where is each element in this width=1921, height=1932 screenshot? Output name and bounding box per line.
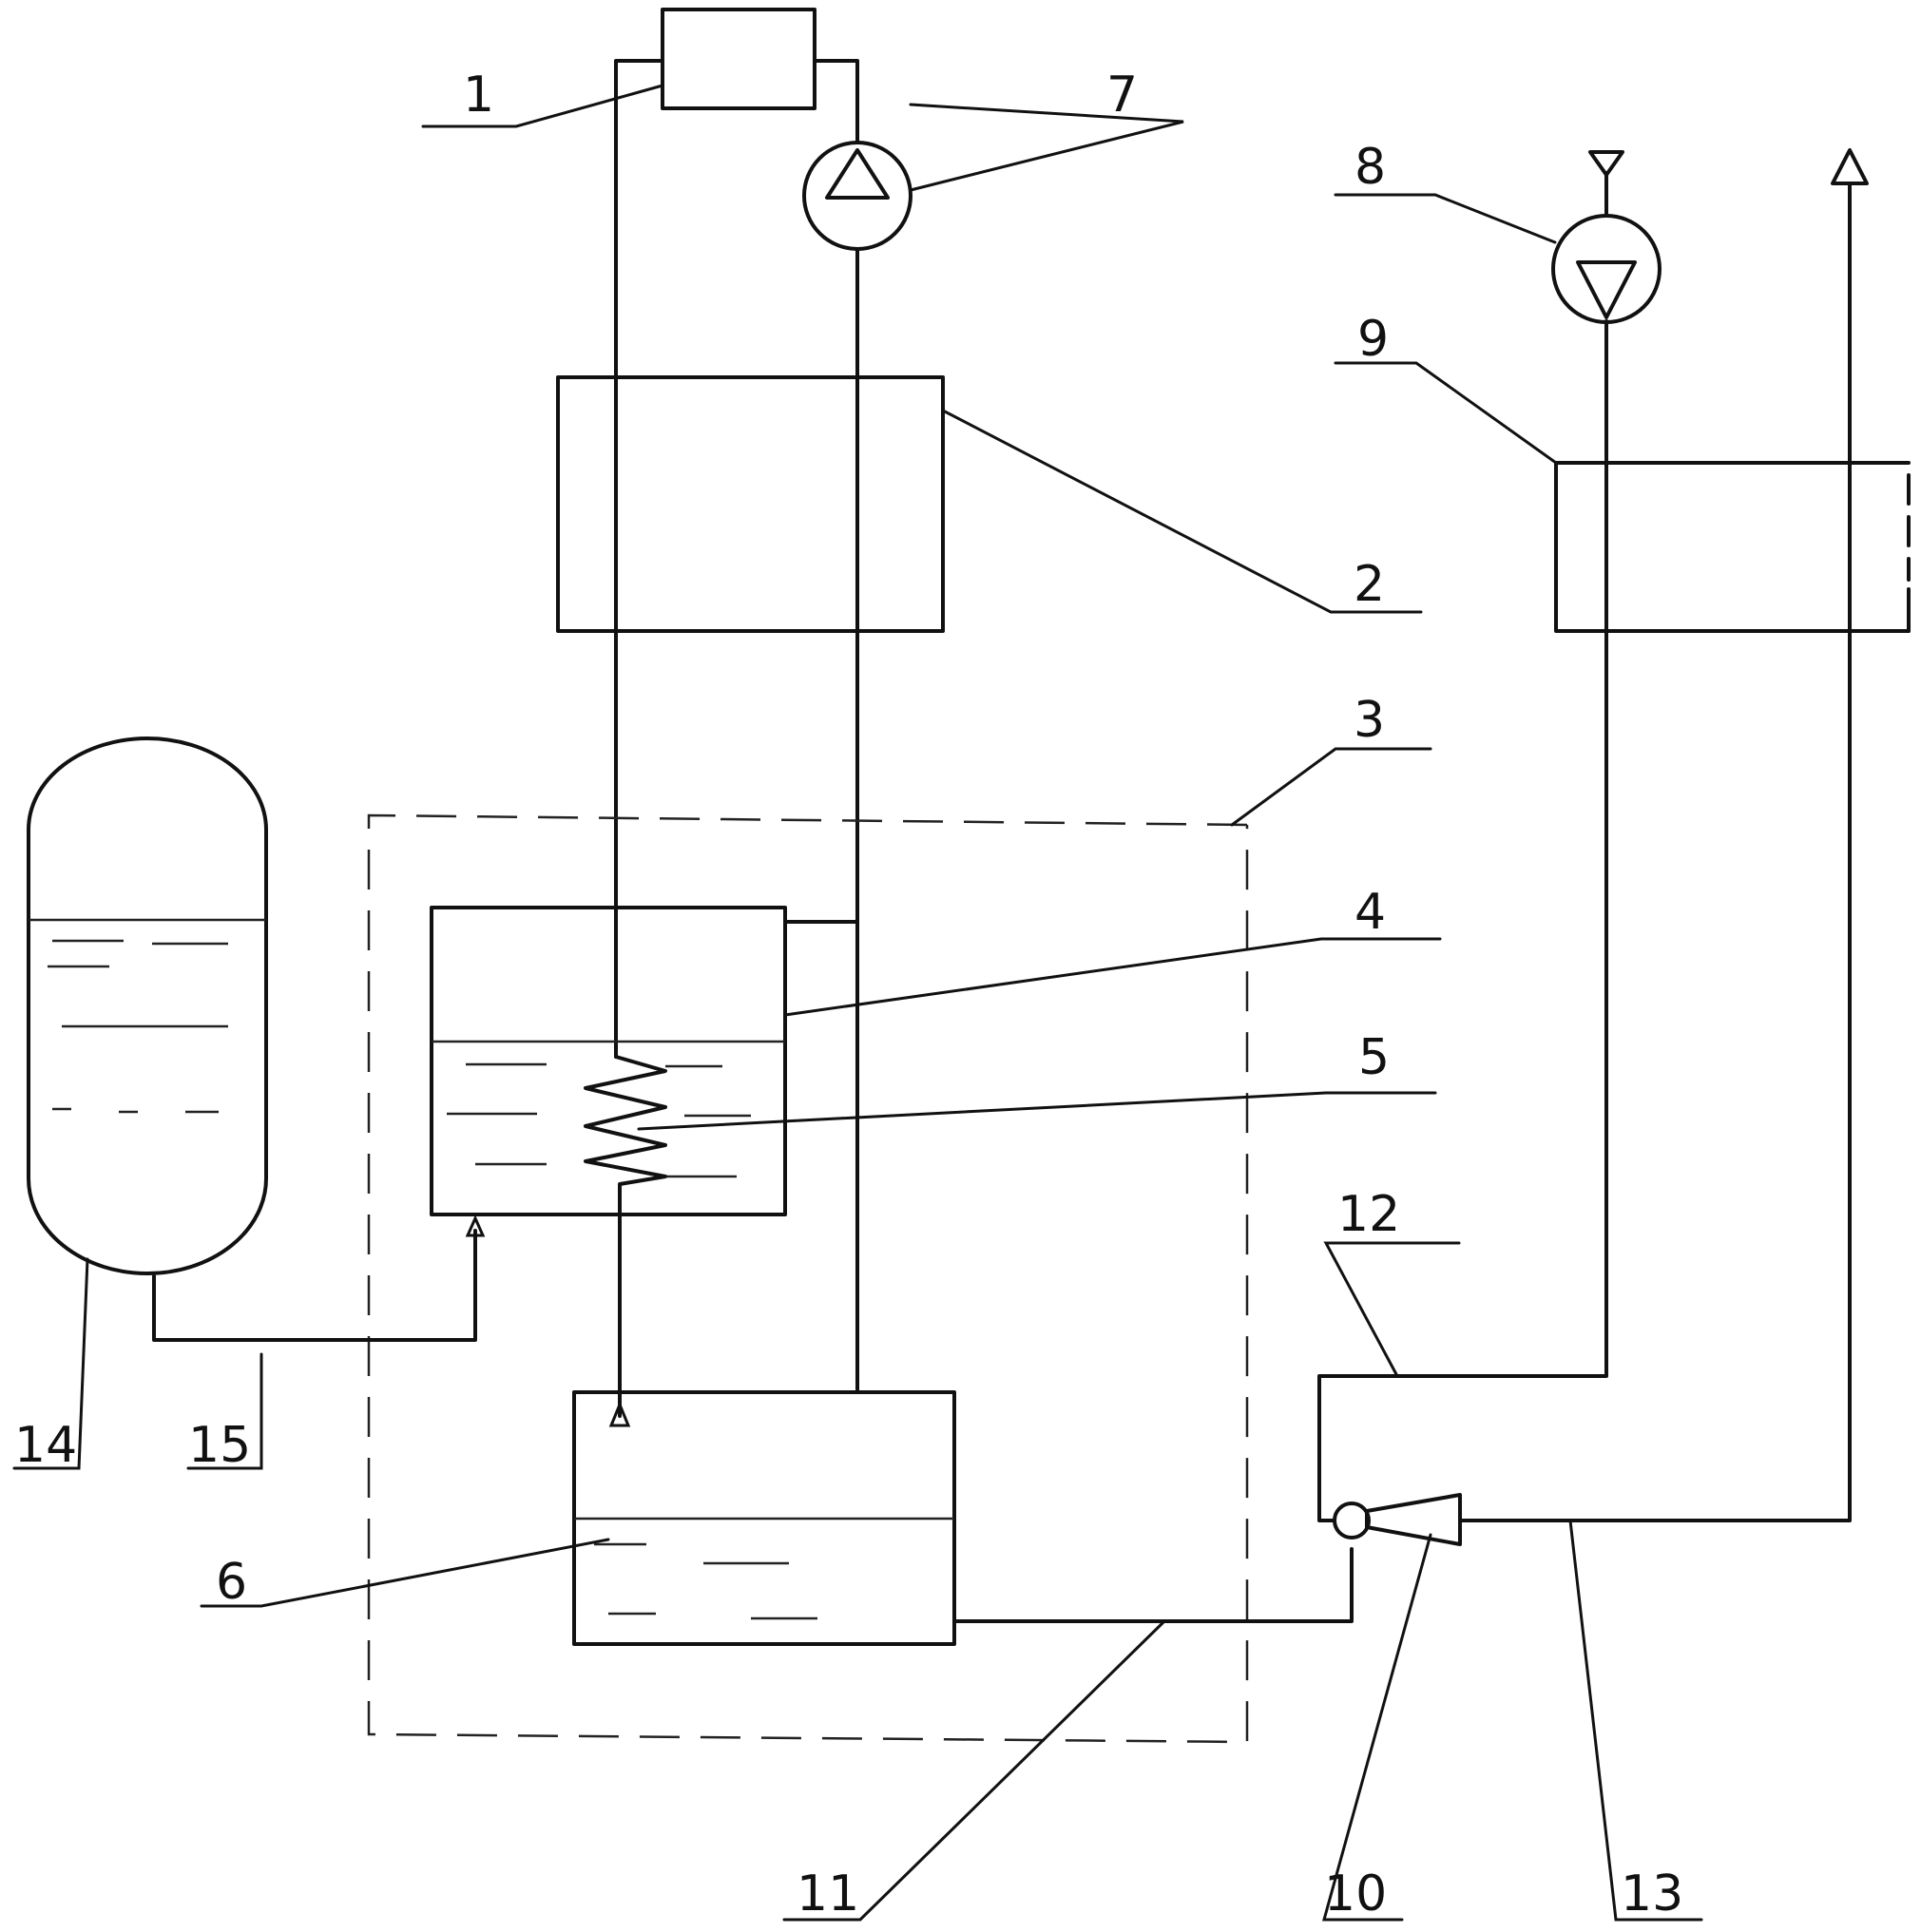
label-10: 10 xyxy=(1324,1865,1387,1922)
label-6: 6 xyxy=(216,1554,247,1611)
tank-6-liquid-marks xyxy=(594,1544,817,1618)
pipe-15 xyxy=(154,1231,475,1340)
label-2: 2 xyxy=(1354,556,1385,613)
leader-12 xyxy=(1326,1243,1459,1376)
outlet-arrow-icon xyxy=(1833,150,1867,183)
component-3-enclosure xyxy=(369,815,1247,1742)
label-15: 15 xyxy=(188,1417,251,1474)
leader-6 xyxy=(202,1540,608,1606)
label-14: 14 xyxy=(14,1417,77,1474)
leader-10 xyxy=(1324,1535,1431,1920)
leader-9 xyxy=(1335,363,1556,463)
label-8: 8 xyxy=(1354,139,1386,196)
pump-7-icon xyxy=(804,143,911,249)
pipe-11 xyxy=(954,1549,1352,1621)
pipe-13 xyxy=(1460,183,1850,1521)
component-10-ejector-nozzle xyxy=(1367,1495,1460,1544)
leader-3 xyxy=(1232,749,1431,825)
leader-13 xyxy=(1570,1521,1701,1920)
pipe-right-riser xyxy=(815,61,857,143)
label-4: 4 xyxy=(1354,884,1386,941)
pump-8-icon xyxy=(1553,216,1660,322)
label-12: 12 xyxy=(1337,1186,1400,1243)
label-5: 5 xyxy=(1358,1029,1390,1086)
label-1: 1 xyxy=(463,67,494,124)
component-1-box xyxy=(663,10,815,108)
component-4-vessel xyxy=(432,908,785,1215)
leader-4 xyxy=(785,939,1440,1015)
label-13: 13 xyxy=(1621,1865,1683,1922)
component-10-ejector-chamber xyxy=(1335,1503,1369,1538)
label-11: 11 xyxy=(797,1865,859,1922)
leader-5 xyxy=(639,1093,1435,1129)
label-9: 9 xyxy=(1357,311,1389,368)
label-7: 7 xyxy=(1106,67,1138,124)
component-5-coil xyxy=(586,1057,665,1416)
leader-8 xyxy=(1335,195,1555,242)
leader-1 xyxy=(423,86,663,126)
component-9-box xyxy=(1556,463,1909,631)
leader-2 xyxy=(943,411,1421,612)
cylinder-14-liquid-marks xyxy=(48,941,228,1112)
label-3: 3 xyxy=(1354,692,1385,749)
component-14-cylinder xyxy=(29,738,266,1273)
leader-7 xyxy=(911,105,1183,190)
